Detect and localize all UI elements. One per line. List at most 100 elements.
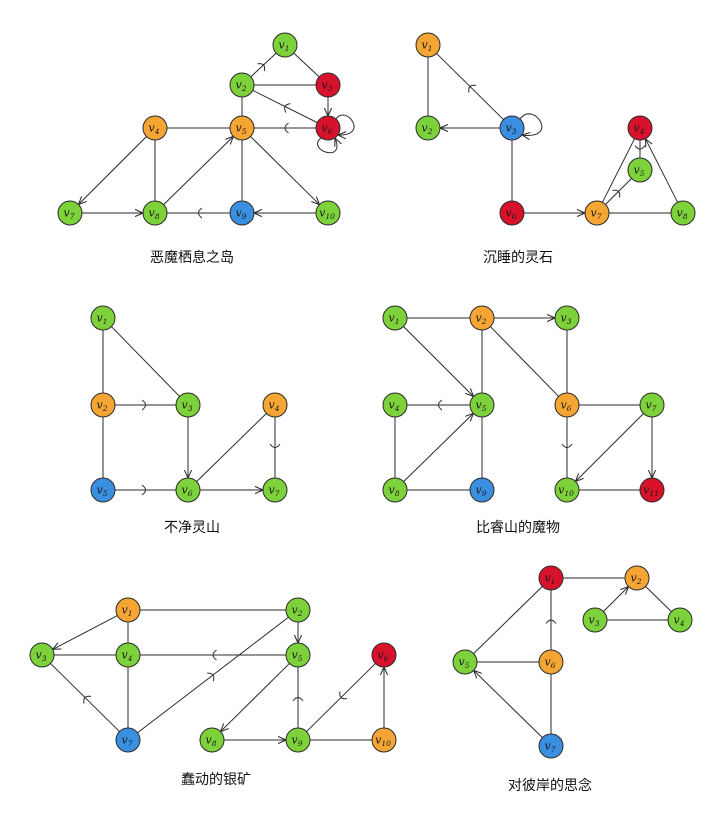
node-v1: v1 <box>415 32 441 58</box>
one-way-mark <box>207 672 215 682</box>
one-way-mark <box>269 443 281 448</box>
edge-line <box>293 52 320 78</box>
node-label: v2 <box>97 399 108 414</box>
node-v8: v8 <box>382 477 408 503</box>
node-label: v5 <box>236 122 247 137</box>
node-circle <box>175 477 201 503</box>
node-label: v2 <box>476 312 487 327</box>
directed-edge <box>474 670 543 738</box>
node-circle <box>499 115 525 141</box>
node-label: v3 <box>506 122 517 137</box>
node-label: v7 <box>646 399 657 414</box>
node-label: v3 <box>322 79 333 94</box>
node-circle <box>272 32 298 58</box>
node-circle <box>29 642 55 668</box>
node-circle <box>315 72 341 98</box>
node-label: v3 <box>182 399 193 414</box>
node-v5: v5 <box>469 392 495 418</box>
node-label: v5 <box>292 649 303 664</box>
node-circle <box>142 115 168 141</box>
node-label: v5 <box>476 399 487 414</box>
node-circle <box>667 607 693 633</box>
node-v6: v6 <box>175 477 201 503</box>
node-circle <box>538 649 564 675</box>
node-circle <box>627 157 653 183</box>
node-label: v1 <box>97 312 108 327</box>
node-label: v8 <box>389 484 400 499</box>
node-label: v1 <box>279 39 290 54</box>
node-circle <box>627 115 653 141</box>
node-v6: v6 <box>315 115 341 141</box>
node-v2: v2 <box>624 565 650 591</box>
node-label: v9 <box>236 207 247 222</box>
node-circle <box>142 200 168 226</box>
node-circle <box>371 642 397 668</box>
node-circle <box>670 200 696 226</box>
node-v11: v11 <box>639 477 665 503</box>
node-circle <box>315 115 341 141</box>
node-v6: v6 <box>371 642 397 668</box>
node-v4: v4 <box>627 115 653 141</box>
node-label: v4 <box>674 614 685 629</box>
node-v1: v1 <box>382 305 408 331</box>
node-v3: v3 <box>554 305 580 331</box>
node-v1: v1 <box>272 32 298 58</box>
directed-edge <box>78 136 147 204</box>
node-label: v5 <box>459 656 470 671</box>
node-label: v2 <box>292 604 303 619</box>
node-v7: v7 <box>115 727 141 753</box>
node-v10: v10 <box>554 477 580 503</box>
node-label: v4 <box>634 122 645 137</box>
node-circle <box>90 305 116 331</box>
node-circle <box>469 392 495 418</box>
graph-caption: 恶魔栖息之岛 <box>150 249 234 266</box>
graph-caption: 不净灵山 <box>164 520 220 536</box>
node-circle <box>229 72 255 98</box>
node-v7: v7 <box>584 200 610 226</box>
edge-group <box>474 577 672 738</box>
node-v8: v8 <box>670 200 696 226</box>
node-label: v9 <box>476 484 487 499</box>
one-way-mark <box>612 189 621 198</box>
self-loop-edge <box>335 114 355 135</box>
directed-edge <box>403 413 474 482</box>
edge-line <box>111 326 180 397</box>
node-circle <box>452 649 478 675</box>
node-circle <box>262 392 288 418</box>
one-way-mark <box>292 697 304 702</box>
node-circle <box>382 477 408 503</box>
one-way-mark <box>141 399 146 411</box>
graph-caption: 沉睡的灵石 <box>483 250 553 266</box>
node-label: v3 <box>589 614 600 629</box>
node-circle <box>469 305 495 331</box>
node-label: v4 <box>389 399 400 414</box>
self-loop-edge <box>317 138 337 154</box>
node-circle <box>554 477 580 503</box>
node-v6: v6 <box>554 392 580 418</box>
node-v7: v7 <box>262 477 288 503</box>
node-circle <box>262 477 288 503</box>
node-label: v1 <box>122 604 133 619</box>
node-circle <box>90 477 116 503</box>
directed-edge <box>221 663 290 731</box>
node-circle <box>382 392 408 418</box>
directed-edge <box>603 586 628 612</box>
node-label: v2 <box>631 572 642 587</box>
node-label: v8 <box>677 207 688 222</box>
node-label: v6 <box>378 649 389 664</box>
node-circle <box>469 477 495 503</box>
edge-group <box>394 318 652 491</box>
one-way-mark <box>284 122 289 134</box>
node-v3: v3 <box>582 607 608 633</box>
directed-edge <box>645 139 679 203</box>
node-circle <box>415 32 441 58</box>
node-v4: v4 <box>142 115 168 141</box>
node-circle <box>229 200 255 226</box>
node-label: v2 <box>422 122 433 137</box>
